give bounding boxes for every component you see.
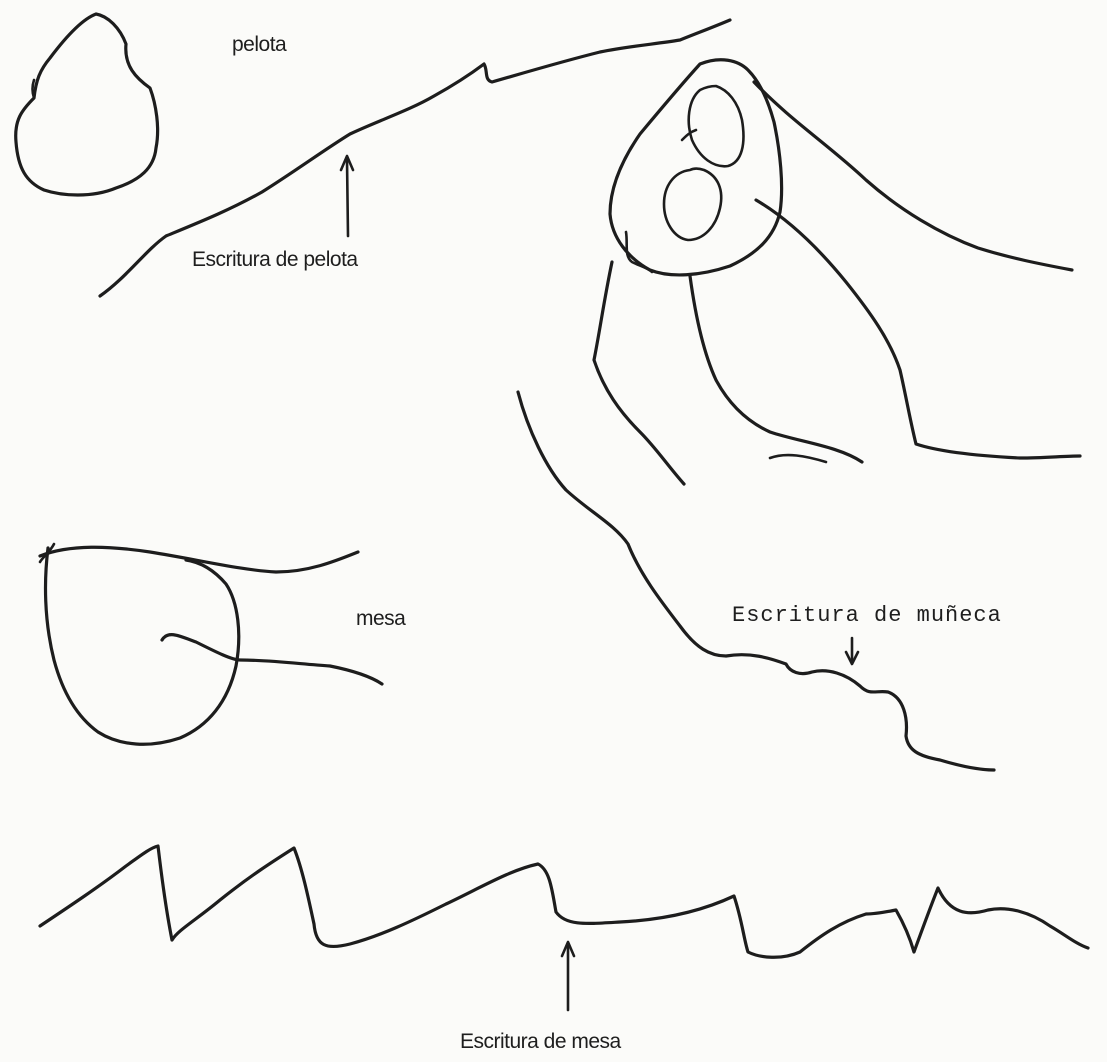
doll-left-arm bbox=[594, 262, 684, 484]
table-top-edge bbox=[40, 547, 358, 572]
table-writing-line bbox=[40, 846, 1088, 957]
ball-drawing bbox=[16, 14, 158, 195]
table-writing-label: Escritura de mesa bbox=[460, 1030, 621, 1054]
table-round-top bbox=[46, 548, 239, 744]
ball-notch bbox=[33, 80, 35, 98]
ball-writing-arrow-shaft bbox=[347, 160, 348, 236]
doll-upper-eye bbox=[689, 86, 744, 166]
doll-chin-mark bbox=[626, 232, 652, 272]
pelota-label: pelota bbox=[232, 33, 286, 57]
table-leg-line bbox=[162, 635, 382, 684]
doll-writing-line bbox=[518, 392, 994, 770]
ball-writing-label: Escritura de pelota bbox=[192, 248, 358, 272]
doll-body-right bbox=[756, 200, 1080, 458]
doll-inner-arm bbox=[690, 276, 862, 462]
doll-small-mark bbox=[770, 455, 826, 462]
doll-shoulder-line bbox=[754, 82, 1072, 270]
doll-writing-label: Escritura de muñeca bbox=[732, 603, 1002, 628]
doll-lower-eye bbox=[664, 169, 721, 241]
mesa-label: mesa bbox=[356, 607, 405, 631]
